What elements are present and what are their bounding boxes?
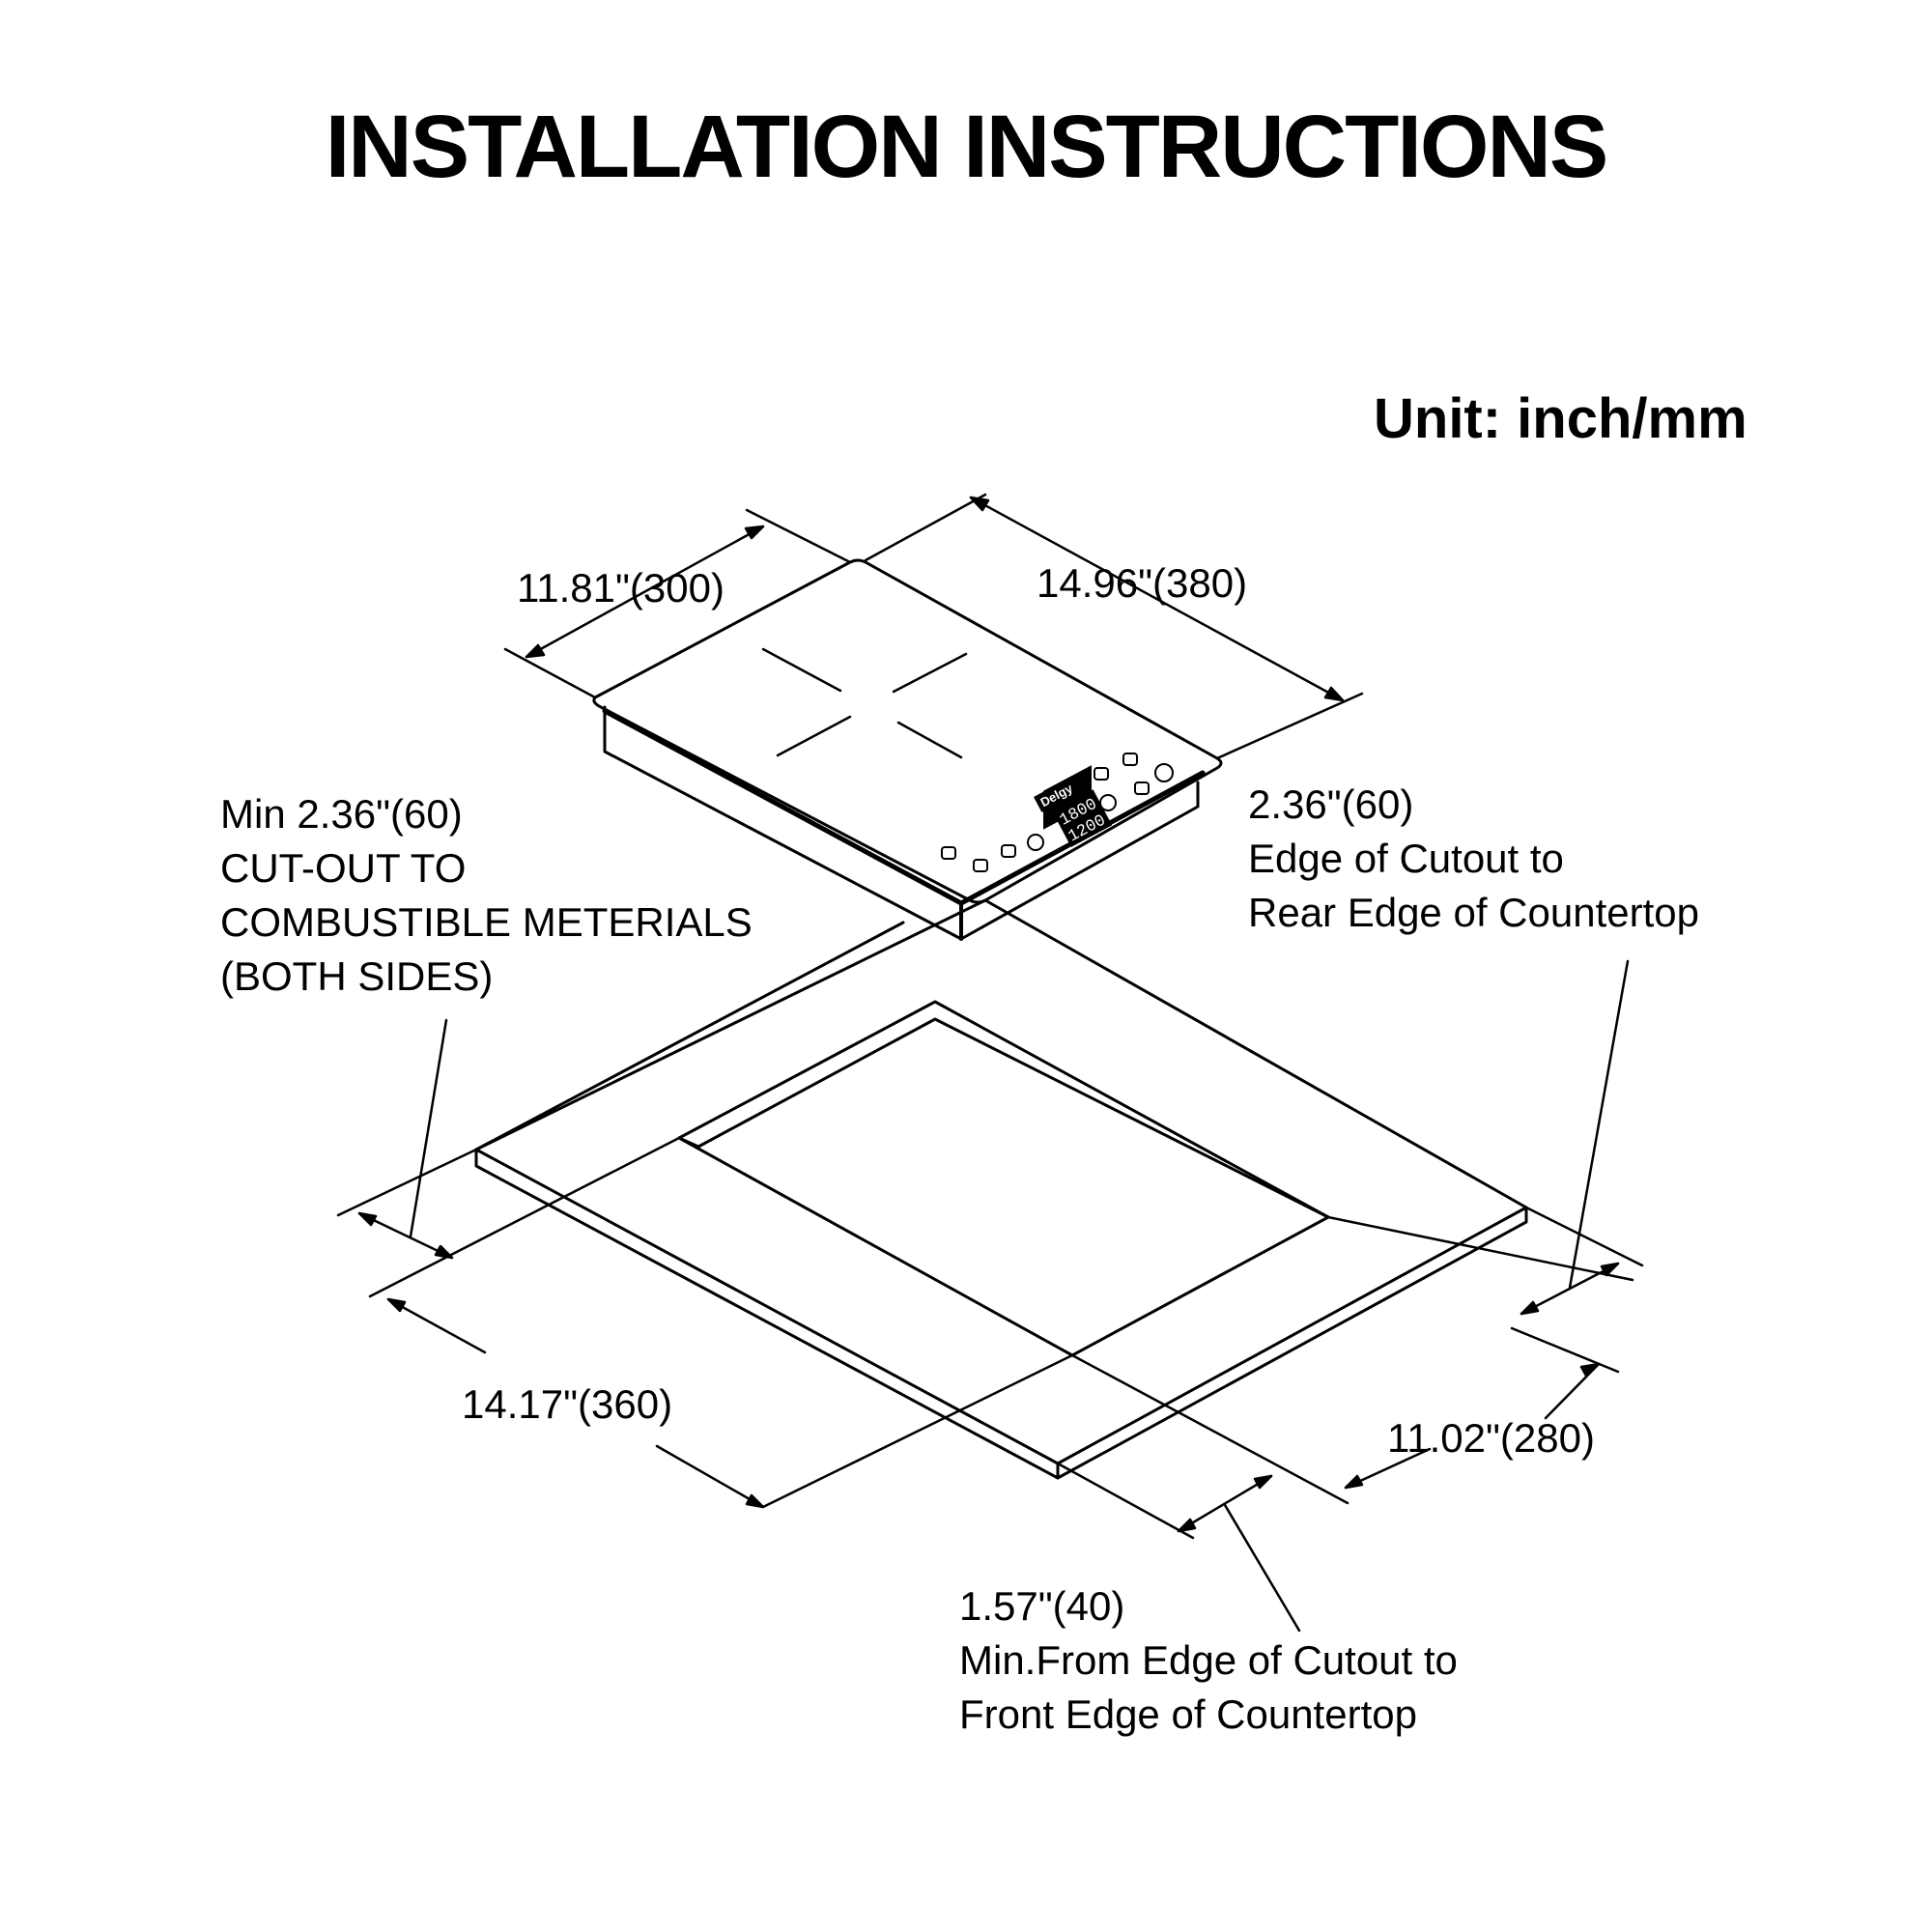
- power-button-icon: [1154, 763, 1174, 782]
- cutout-inner-wall: [677, 1017, 1330, 1219]
- rear-clearance-line2: Edge of Cutout to: [1248, 836, 1564, 881]
- keep-warm-button-icon: [973, 859, 988, 872]
- rear-clearance-line1: 2.36"(60): [1248, 781, 1414, 827]
- side-clearance-line2: CUT-OUT TO: [220, 845, 467, 891]
- timer-button-icon: [1122, 753, 1138, 766]
- cooking-zone-marks: [761, 647, 968, 759]
- cooktop-glass-outline: [592, 558, 1223, 904]
- lock-button-icon: [1134, 781, 1150, 795]
- readout-panel: [1052, 789, 1113, 847]
- minus-button-icon: [1027, 834, 1044, 851]
- brand-badge: [1034, 770, 1092, 812]
- countertop-front-edge: [474, 1148, 1060, 1480]
- rear-clearance-line3: Rear Edge of Countertop: [1248, 890, 1699, 935]
- front-clearance-line1: 1.57"(40): [959, 1583, 1125, 1629]
- width-dimension: 14.96"(380): [1037, 560, 1248, 606]
- plus-button-icon: [1099, 794, 1117, 811]
- front-clearance-line2: Min.From Edge of Cutout to: [959, 1637, 1458, 1683]
- boil-button-icon: [1001, 844, 1016, 858]
- cutout-width-dimension: 14.17"(360): [462, 1381, 673, 1427]
- unit-label: Unit: inch/mm: [1374, 387, 1747, 450]
- cooktop-body-right: [959, 781, 1200, 941]
- side-clearance-line3: COMBUSTIBLE METERIALS: [220, 899, 753, 945]
- depth-dimension: 11.81"(300): [517, 565, 724, 611]
- page-title: INSTALLATION INSTRUCTIONS: [325, 98, 1609, 196]
- dimension-lines: [336, 493, 1644, 1633]
- side-clearance-line1: Min 2.36"(60): [220, 791, 463, 837]
- front-clearance-line3: Front Edge of Countertop: [959, 1691, 1417, 1737]
- front-clearance-note: 1.57"(40) Min.From Edge of Cutout to Fro…: [959, 1579, 1458, 1742]
- fry-button-icon: [941, 846, 956, 860]
- mode-button-icon: [1094, 767, 1109, 781]
- countertop-right-edge: [1056, 1206, 1528, 1480]
- rear-clearance-note: 2.36"(60) Edge of Cutout to Rear Edge of…: [1248, 778, 1699, 940]
- cutout-depth-dimension: 11.02"(280): [1387, 1415, 1595, 1461]
- side-clearance-note: Min 2.36"(60) CUT-OUT TO COMBUSTIBLE MET…: [220, 787, 753, 1004]
- side-clearance-line4: (BOTH SIDES): [220, 953, 494, 999]
